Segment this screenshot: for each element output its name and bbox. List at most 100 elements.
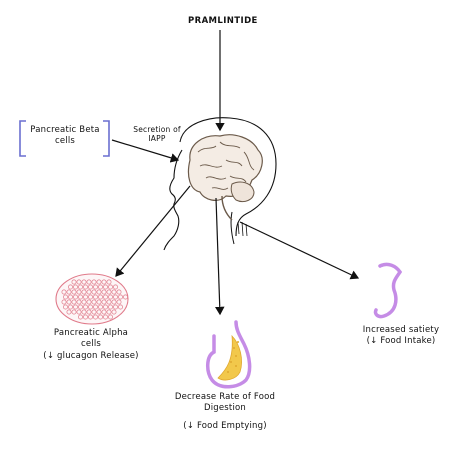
alpha-cell: [71, 279, 77, 285]
satiety-label: Increased satiety (↓ Food Intake): [342, 325, 460, 346]
beta-cells-line2: cells: [54, 135, 76, 146]
alpha-cell: [76, 299, 82, 305]
arrow-brain-to-digestion: [214, 197, 225, 316]
alpha-cell: [71, 309, 77, 315]
alpha-cell: [91, 299, 97, 305]
alpha-cell: [83, 294, 88, 300]
alpha-cell: [76, 309, 82, 315]
alpha-cell: [86, 279, 92, 285]
stomach-satiety-icon: [373, 262, 403, 319]
alpha-cell: [106, 309, 112, 315]
alpha-cell: [113, 294, 118, 300]
brain-icon: [187, 134, 263, 221]
alpha-cell: [96, 289, 102, 295]
alpha-cell: [73, 284, 78, 290]
alpha-cell: [61, 289, 67, 295]
alpha-cell: [68, 284, 73, 290]
beta-cells-line1: Pancreatic Beta: [30, 125, 100, 135]
alpha-cell: [76, 289, 82, 295]
alpha-cell: [81, 289, 87, 295]
alpha-cell: [88, 314, 93, 320]
alpha-cell: [86, 309, 92, 315]
alpha-cell: [76, 279, 82, 285]
alpha-cell: [108, 304, 113, 310]
alpha-cell: [96, 299, 102, 305]
alpha-cell: [108, 284, 113, 290]
secretion-label: Secretion of IAPP: [124, 125, 190, 144]
spine-dashes: [237, 221, 248, 237]
digestion-label: Decrease Rate of Food Digestion (↓ Food …: [160, 392, 290, 432]
alpha-cell: [113, 304, 118, 310]
alpha-cell: [66, 299, 72, 305]
digestion-line2: Digestion: [203, 402, 247, 413]
alpha-cell: [103, 304, 108, 310]
alpha-cell: [101, 309, 107, 315]
alpha-cell: [81, 299, 87, 305]
alpha-cell: [63, 294, 68, 300]
alpha-cell: [71, 299, 77, 305]
alpha-cell: [101, 299, 107, 305]
alpha-cell: [61, 299, 67, 305]
alpha-cell: [116, 299, 122, 305]
stomach-digestion-icon: [206, 320, 252, 389]
beta-cells-bracket: [19, 120, 110, 157]
alpha-cell: [96, 309, 102, 315]
arrow-brain-to-alpha: [115, 185, 191, 277]
secretion-line2: IAPP: [148, 134, 166, 144]
alpha-cell: [88, 284, 93, 290]
alpha-cell: [123, 294, 128, 300]
alpha-cell: [103, 294, 108, 300]
alpha-cell: [88, 294, 93, 300]
alpha-cell: [88, 304, 93, 310]
alpha-cell: [111, 299, 117, 305]
digestion-line3: (↓ Food Emptying): [183, 421, 267, 432]
alpha-cell: [83, 314, 88, 320]
arrow-brain-to-satiety: [239, 221, 360, 280]
alpha-cell: [78, 304, 83, 310]
alpha-cell: [98, 284, 103, 290]
alpha-cell: [91, 309, 97, 315]
alpha-cell: [98, 314, 103, 320]
alpha-cell: [108, 294, 113, 300]
alpha-cell: [83, 304, 88, 310]
head-outline: [163, 117, 277, 251]
alpha-cell: [91, 279, 97, 285]
secretion-line1: Secretion of: [133, 125, 181, 134]
alpha-cell: [93, 294, 98, 300]
alpha-cell: [106, 279, 112, 285]
alpha-cell: [86, 299, 92, 305]
alpha-cell: [81, 279, 87, 285]
alpha-cell: [63, 304, 68, 310]
alpha-cell: [68, 294, 73, 300]
neck-line: [230, 211, 235, 245]
alpha-cell: [111, 289, 117, 295]
alpha-cell: [103, 284, 108, 290]
alpha-cells-line1: Pancreatic Alpha: [53, 328, 129, 338]
satiety-line1: Increased satiety: [362, 325, 440, 335]
beta-cells-label: Pancreatic Beta cells: [26, 125, 104, 146]
alpha-cell: [118, 294, 123, 300]
digestion-line1: Decrease Rate of Food: [174, 392, 276, 402]
alpha-cell: [73, 294, 78, 300]
alpha-cell: [91, 289, 97, 295]
alpha-cell: [106, 289, 112, 295]
alpha-cell: [98, 294, 103, 300]
alpha-cell: [78, 284, 83, 290]
alpha-cell: [116, 289, 122, 295]
pramlintide-label: PRAMLINTIDE: [188, 16, 258, 26]
arrow-beta-to-brain: [111, 139, 180, 163]
alpha-cell: [106, 299, 112, 305]
alpha-cell: [78, 314, 83, 320]
alpha-cell: [103, 314, 108, 320]
alpha-cell: [71, 289, 77, 295]
satiety-line2: (↓ Food Intake): [366, 335, 436, 346]
alpha-cell: [86, 289, 92, 295]
alpha-cell: [81, 309, 87, 315]
alpha-cell: [78, 294, 83, 300]
alpha-cells-label: Pancreatic Alpha cells (↓ glucagon Relea…: [36, 328, 146, 362]
alpha-cell: [111, 309, 117, 315]
alpha-cell: [113, 284, 118, 290]
alpha-cell: [101, 279, 107, 285]
alpha-cell: [66, 309, 72, 315]
alpha-cells-line2: cells: [80, 338, 102, 349]
